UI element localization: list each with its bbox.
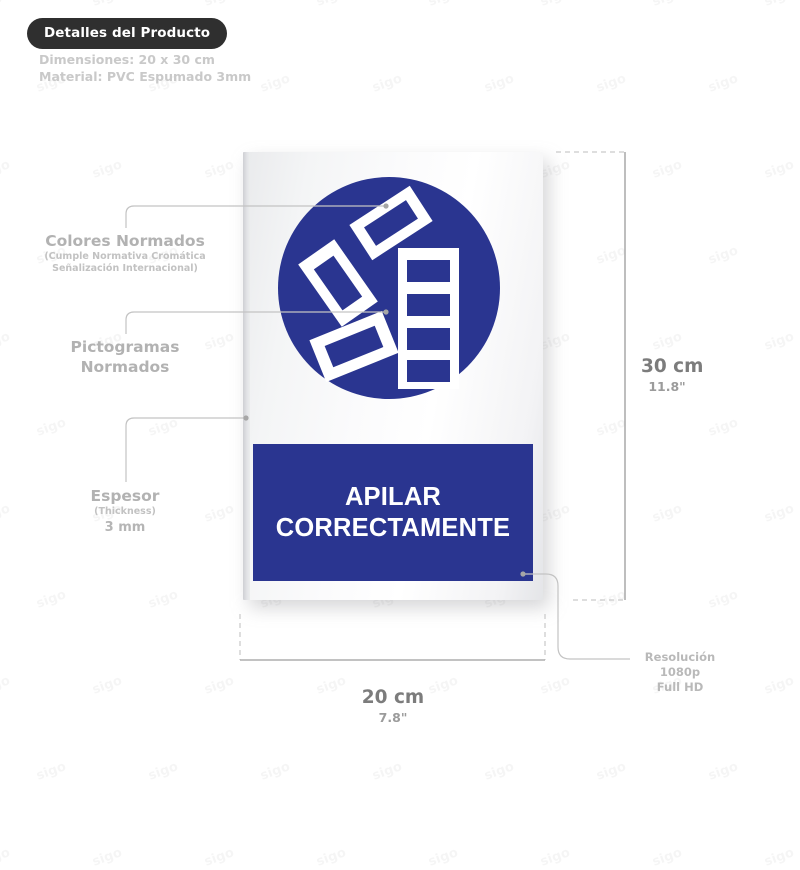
watermark-text: sigo [538,673,572,698]
watermark-text: sigo [594,587,628,612]
spec-dimensions: Dimensiones: 20 x 30 cm [39,52,215,67]
watermark-text: sigo [762,845,796,870]
watermark-text: sigo [314,0,348,10]
resolution-label: Resolución [644,650,716,664]
watermark-text: sigo [762,501,796,526]
watermark-text: sigo [0,157,12,182]
annotation-colores-normados: Colores Normados (Cumple Normativa Cromá… [10,231,240,275]
dimension-width-inch: 7.8" [378,710,408,725]
watermark-text: sigo [146,587,180,612]
annotation-colores-sub1: (Cumple Normativa Cromática [44,251,206,262]
plate-thickness-edge [243,152,250,600]
watermark-text: sigo [706,587,740,612]
annotation-colores-title: Colores Normados [45,232,205,250]
watermark-text: sigo [762,673,796,698]
banner-line-2: CORRECTAMENTE [275,513,511,542]
dimension-height-cm: 30 cm [641,356,704,377]
annotation-pictogramas-line2: Normados [80,358,170,376]
watermark-text: sigo [762,0,796,10]
watermark-text: sigo [482,759,516,784]
watermark-text: sigo [650,501,684,526]
dimension-height: 30 cm 11.8" [641,355,703,395]
sign-plate: APILAR CORRECTAMENTE [243,152,543,600]
watermark-text: sigo [594,243,628,268]
annotation-espesor: Espesor (Thickness) 3 mm [10,486,240,537]
stack-slot [407,260,450,282]
watermark-text: sigo [146,415,180,440]
spec-list: Dimensiones: 20 x 30 cm Material: PVC Es… [39,51,251,85]
watermark-text: sigo [258,759,292,784]
annotation-espesor-value: 3 mm [104,520,146,535]
watermark-text: sigo [594,71,628,96]
resolution-annotation: Resolución 1080p Full HD [630,650,730,695]
resolution-value: 1080p [659,665,701,679]
watermark-text: sigo [538,845,572,870]
product-details-badge: Detalles del Producto [27,18,228,49]
watermark-text: sigo [650,329,684,354]
watermark-text: sigo [426,845,460,870]
resolution-quality: Full HD [656,680,704,694]
watermark-text: sigo [762,329,796,354]
spec-material: Material: PVC Espumado 3mm [39,69,252,84]
watermark-text: sigo [202,157,236,182]
watermark-text: sigo [594,415,628,440]
watermark-text: sigo [426,0,460,10]
annotation-pictogramas-line1: Pictogramas [70,338,180,356]
stack-slot [407,328,450,350]
watermark-text: sigo [650,157,684,182]
watermark-text: sigo [202,673,236,698]
watermark-text: sigo [34,759,68,784]
dimension-height-inch: 11.8" [648,379,686,394]
watermark-text: sigo [202,0,236,10]
watermark-text: sigo [90,0,124,10]
leader-line-espesor [125,417,245,482]
dimension-width: 20 cm 7.8" [333,686,453,726]
watermark-text: sigo [34,587,68,612]
annotation-colores-sub2: Señalización Internacional) [52,263,198,274]
watermark-text: sigo [706,415,740,440]
watermark-text: sigo [538,0,572,10]
watermark-text: sigo [706,243,740,268]
watermark-text: sigo [650,845,684,870]
watermark-text: sigo [258,71,292,96]
banner-text: APILAR CORRECTAMENTE [276,482,510,544]
stack-slot [407,360,450,382]
watermark-text: sigo [594,759,628,784]
watermark-text: sigo [314,845,348,870]
watermark-text: sigo [650,0,684,10]
annotation-pictogramas-normados: Pictogramas Normados [10,337,240,377]
sign-mockup: APILAR CORRECTAMENTE [243,152,549,608]
watermark-text: sigo [370,759,404,784]
sign-text-banner: APILAR CORRECTAMENTE [253,444,533,581]
watermark-text: sigo [762,157,796,182]
banner-line-1: APILAR [344,482,442,511]
watermark-text: sigo [34,415,68,440]
watermark-text: sigo [0,0,12,10]
watermark-text: sigo [90,673,124,698]
watermark-text: sigo [202,845,236,870]
watermark-text: sigo [706,71,740,96]
dimension-width-cm: 20 cm [361,687,425,708]
neat-stack-column [398,248,459,389]
annotation-espesor-title: Espesor [90,487,160,505]
watermark-text: sigo [370,71,404,96]
watermark-text: sigo [706,759,740,784]
watermark-text: sigo [0,845,12,870]
watermark-text: sigo [146,759,180,784]
annotation-espesor-sub: (Thickness) [94,506,156,517]
watermark-text: sigo [0,673,12,698]
stack-slot [407,294,450,316]
watermark-text: sigo [90,845,124,870]
watermark-text: sigo [482,71,516,96]
watermark-text: sigo [90,157,124,182]
